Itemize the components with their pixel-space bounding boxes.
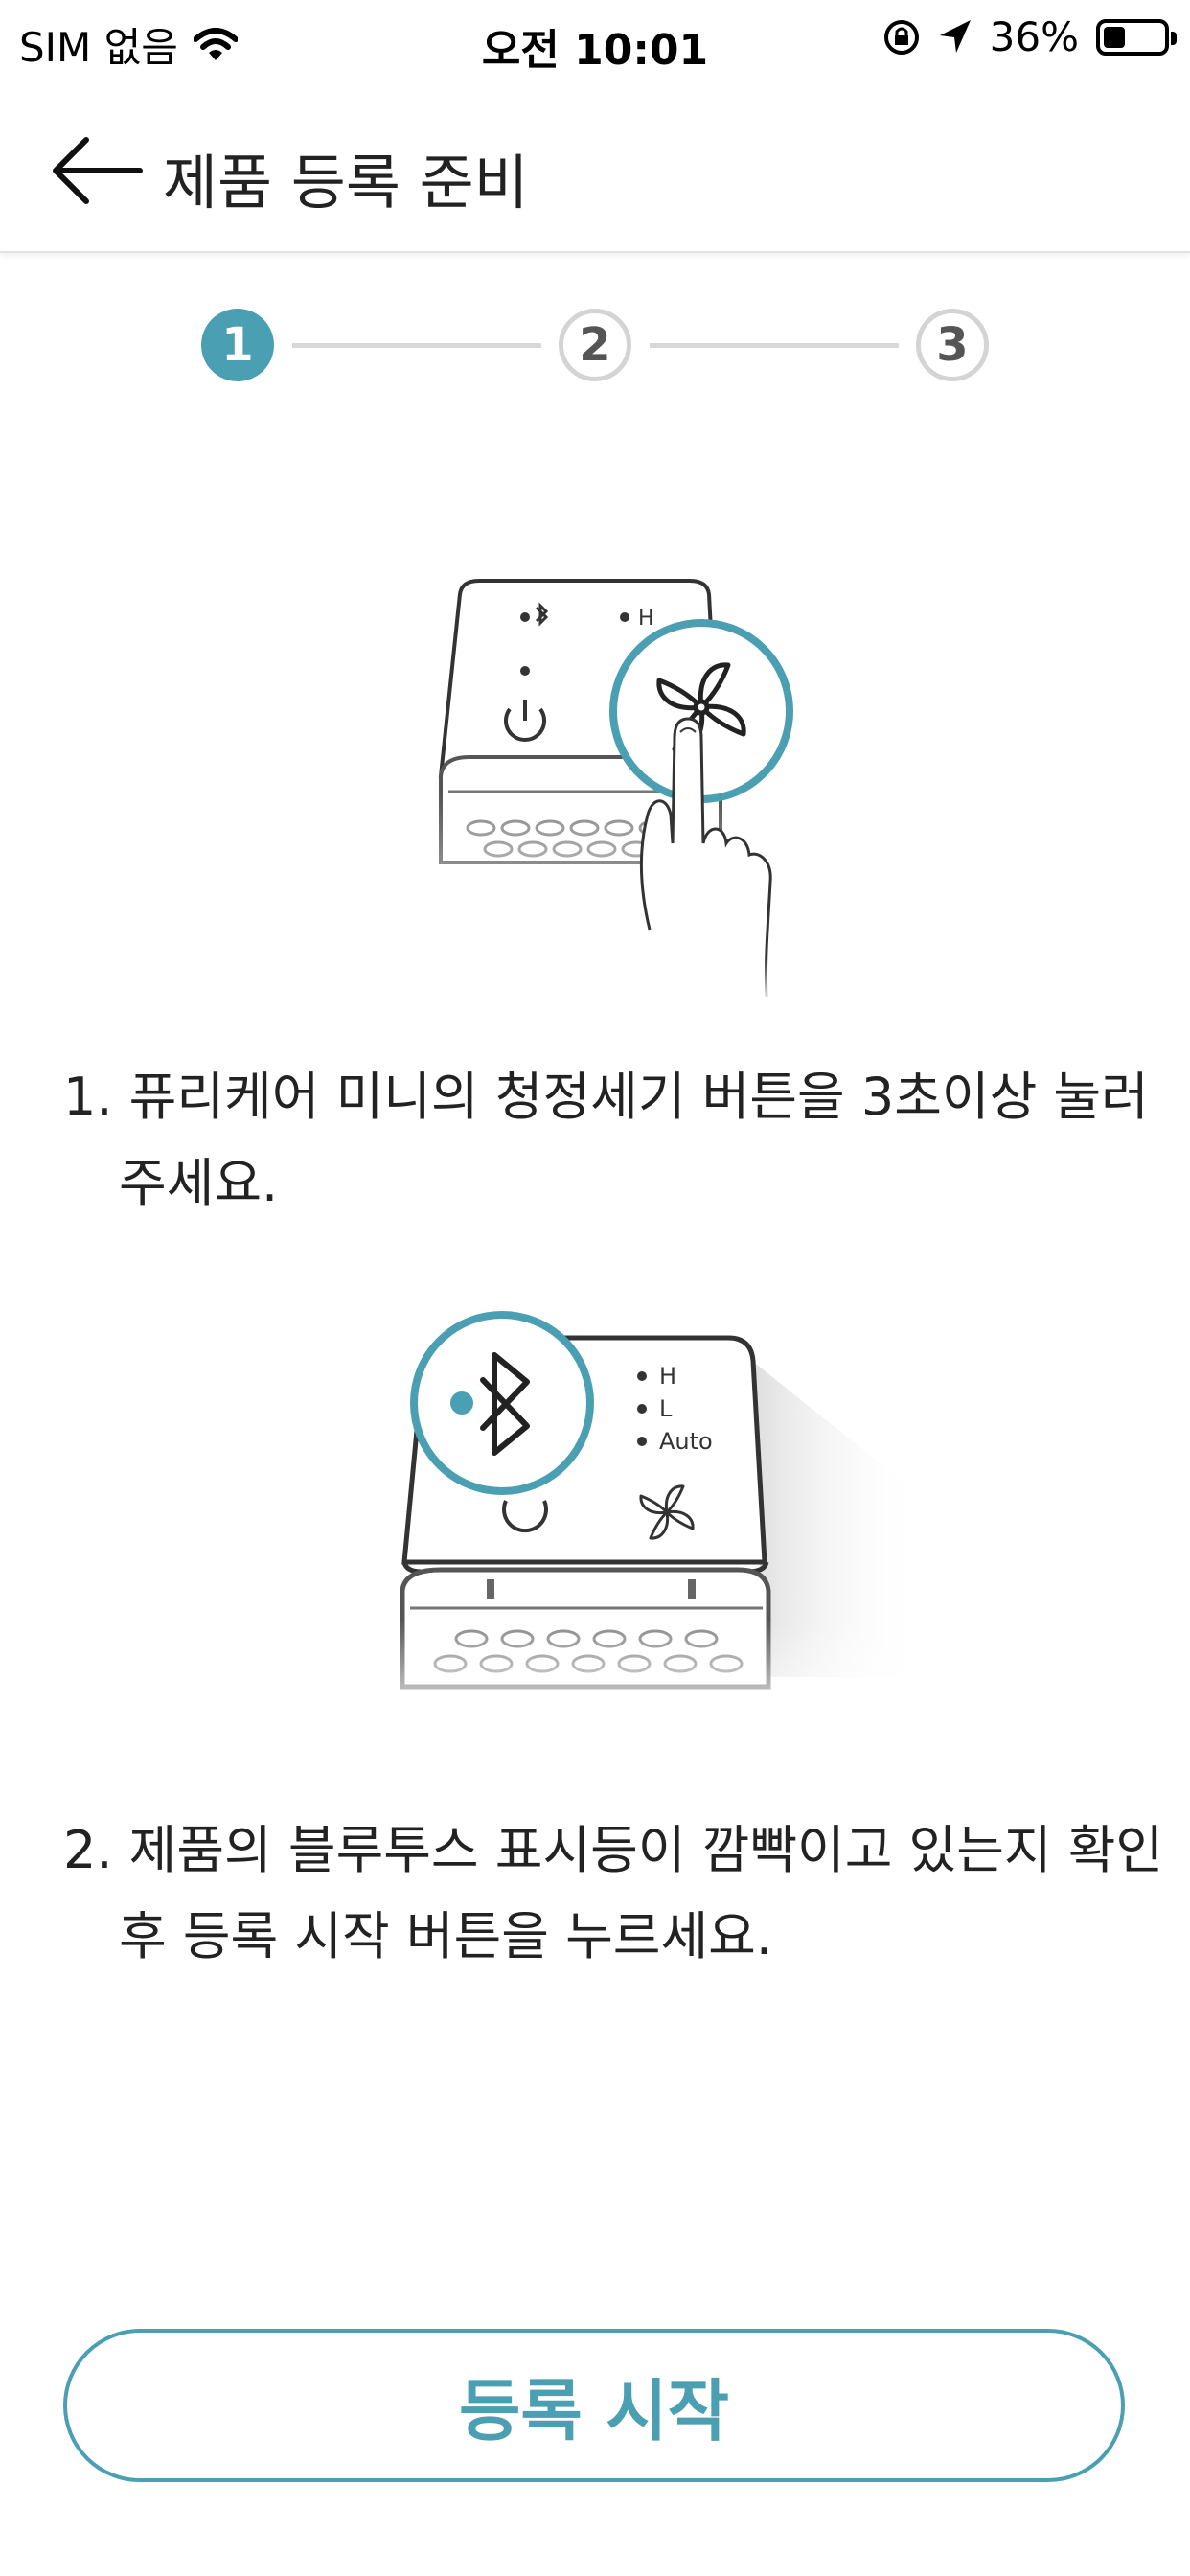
- wifi-icon: [193, 27, 238, 60]
- back-button[interactable]: [48, 132, 153, 209]
- progress-stepper: 1 2 3: [0, 307, 1190, 402]
- mode-label-auto: Auto: [659, 1428, 713, 1455]
- illustration-bluetooth-indicator: H L Auto: [383, 1275, 920, 1735]
- carrier-label: SIM 없음: [19, 24, 178, 71]
- orientation-lock-icon: [883, 19, 919, 55]
- status-left: SIM 없음: [19, 15, 238, 74]
- app-header: 제품 등록 준비: [0, 80, 1190, 253]
- battery-icon: [1096, 18, 1177, 56]
- illustration-press-fan-button: H: [402, 556, 824, 1006]
- instruction-1: 1. 퓨리케어 미니의 청정세기 버튼을 3초이상 눌러주세요.: [63, 1067, 1149, 1213]
- status-bar: SIM 없음 오전 10:01 36%: [0, 0, 1190, 80]
- battery-fill: [1104, 26, 1125, 48]
- step-connector-1: [292, 343, 541, 348]
- svg-text:H: H: [638, 607, 654, 631]
- mode-label-l: L: [659, 1395, 673, 1422]
- battery-percent: 36%: [989, 13, 1079, 60]
- page-title: 제품 등록 준비: [163, 148, 529, 218]
- step-3: 3: [916, 309, 989, 381]
- location-icon: [939, 19, 971, 53]
- step-connector-2: [650, 343, 899, 348]
- instruction-2: 2. 제품의 블루투스 표시등이 깜빡이고 있는지 확인 후 등록 시작 버튼을…: [63, 1820, 1164, 1966]
- status-right: 36%: [882, 13, 1177, 60]
- arrow-left-icon: [53, 137, 143, 204]
- step-2: 2: [559, 309, 631, 381]
- step-1: 1: [201, 309, 274, 381]
- status-time: 오전 10:01: [481, 26, 709, 75]
- start-registration-button[interactable]: 등록 시작: [63, 2329, 1125, 2482]
- mode-label-h: H: [659, 1363, 676, 1390]
